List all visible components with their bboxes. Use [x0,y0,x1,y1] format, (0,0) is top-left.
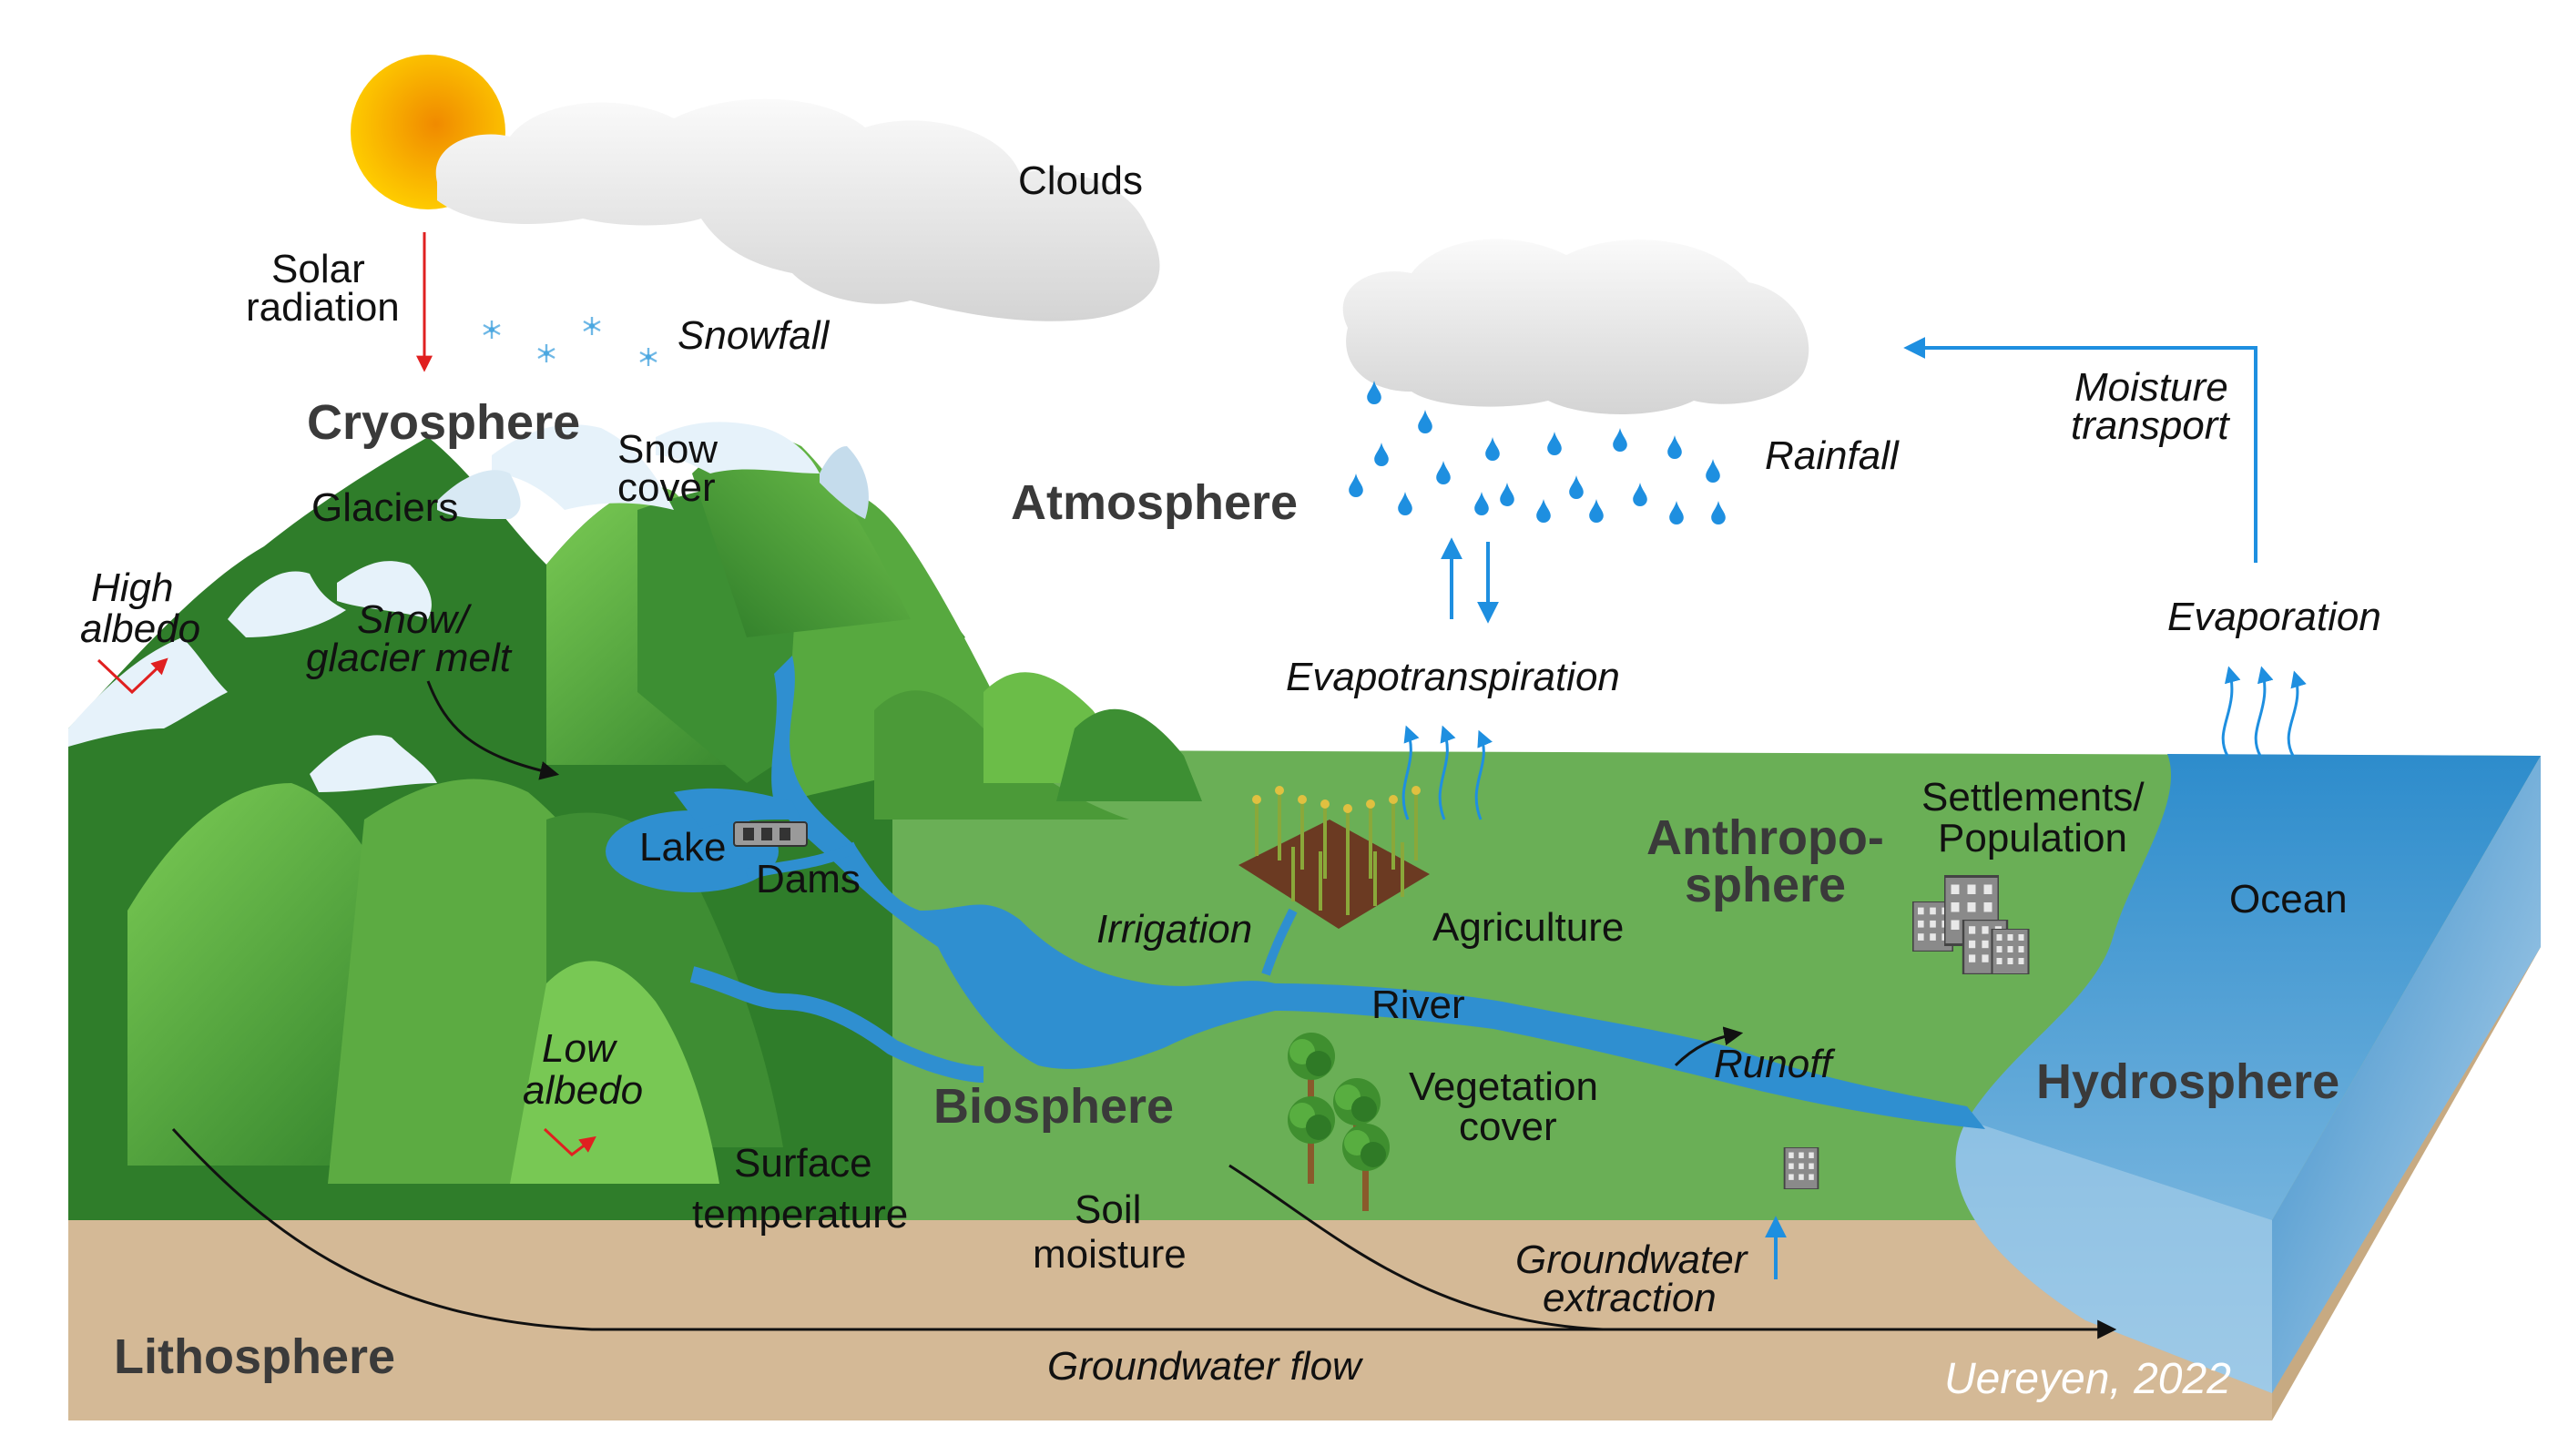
solar-radiation-label-1: Solar [271,247,365,291]
snow-cover-label-2: cover [617,465,716,510]
moisture-transport-label-1: Moisture [2074,365,2228,410]
moisture-transport-arrow [1903,337,2257,563]
river-label: River [1371,983,1465,1027]
snowfall-label: Snowfall [678,313,831,358]
high-albedo-label-1: High [91,565,174,610]
low-albedo-label-1: Low [542,1026,618,1071]
cloud-icon [435,98,1160,321]
soil-moisture-label-1: Soil [1075,1187,1141,1232]
agriculture-label: Agriculture [1432,905,1624,950]
snowflake-icon [482,315,658,368]
credit-label: Uereyen, 2022 [1944,1355,2231,1403]
anthroposphere-label-1: Anthropo- [1646,810,1884,865]
low-albedo-label-2: albedo [523,1068,643,1113]
melt-label-2: glacier melt [306,636,513,680]
groundwater-flow-arrow [171,1127,2117,1339]
dams-label: Dams [756,857,861,901]
crop-field-icon [1238,786,1430,929]
high-albedo-arrow [97,657,168,695]
evapotranspiration-arrows [1401,537,1499,820]
snow-cover-label-1: Snow [617,427,718,472]
small-building-icon [1783,1147,1819,1189]
low-albedo-arrow [543,1127,596,1156]
groundwater-flow-label: Groundwater flow [1047,1344,1364,1389]
irrigation-label: Irrigation [1096,907,1252,952]
ocean-label: Ocean [2229,877,2348,921]
evaporation-label: Evaporation [2167,595,2381,639]
runoff-label: Runoff [1714,1042,1836,1086]
glaciers-label: Glaciers [311,485,458,530]
evapotranspiration-label: Evapotranspiration [1286,655,1620,699]
snow-caps [68,422,869,792]
vegetation-cover-label-1: Vegetation [1409,1064,1598,1109]
ocean-block [1955,754,2541,1393]
hydrosphere-label: Hydrosphere [2036,1054,2339,1109]
rainfall-label: Rainfall [1765,433,1900,478]
moisture-transport-label-2: transport [2071,403,2230,448]
groundwater-extraction-label-2: extraction [1543,1276,1717,1320]
surface-temperature-label-1: Surface [734,1141,872,1186]
vegetation-cover-label-2: cover [1459,1105,1557,1149]
surface-temperature-label-2: temperature [692,1192,908,1237]
biosphere-label: Biosphere [933,1079,1174,1134]
clouds-label: Clouds [1018,158,1143,203]
anthroposphere-label-2: sphere [1685,858,1846,912]
settlements-label-1: Settlements/ [1921,775,2145,820]
settlements-label-2: Population [1938,816,2127,860]
runoff-arrow [1674,1026,1744,1067]
melt-arrow [426,680,560,780]
rain-cloud-icon [1342,239,1809,414]
melt-label-1: Snow/ [357,597,472,642]
dam-icon [733,821,808,847]
lithosphere-label: Lithosphere [114,1329,395,1384]
high-albedo-label-2: albedo [80,606,200,651]
evaporation-arrows [2221,666,2307,757]
groundwater-extraction-label-1: Groundwater [1515,1237,1749,1282]
atmosphere-label: Atmosphere [1011,475,1298,530]
solar-radiation-label-2: radiation [246,285,400,330]
lake-label: Lake [639,825,726,870]
cryosphere-label: Cryosphere [307,395,580,450]
soil-moisture-label-2: moisture [1033,1232,1187,1277]
